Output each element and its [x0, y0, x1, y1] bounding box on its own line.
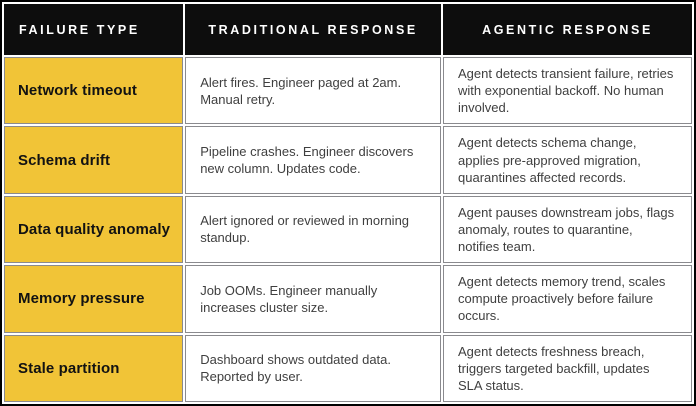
- table-header-row: FAILURE TYPE TRADITIONAL RESPONSE AGENTI…: [4, 4, 692, 55]
- agentic-response-cell: Agent detects memory trend, scales compu…: [443, 265, 692, 333]
- traditional-response-cell: Alert ignored or reviewed in morning sta…: [185, 195, 442, 264]
- failure-type-cell: Network timeout: [4, 57, 184, 125]
- table-row: Memory pressure Job OOMs. Engineer manua…: [4, 265, 692, 333]
- agentic-response-cell: Agent detects schema change, applies pre…: [443, 126, 692, 194]
- table-row: Network timeout Alert fires. Engineer pa…: [4, 57, 692, 125]
- failure-type-cell: Schema drift: [4, 126, 184, 194]
- column-header-traditional-response: TRADITIONAL RESPONSE: [185, 4, 442, 55]
- failure-type-cell: Stale partition: [4, 334, 184, 402]
- agentic-response-cell: Agent detects transient failure, retries…: [443, 57, 692, 125]
- table-row: Stale partition Dashboard shows outdated…: [4, 334, 692, 402]
- table-row: Data quality anomaly Alert ignored or re…: [4, 195, 692, 264]
- failure-type-cell: Data quality anomaly: [4, 195, 184, 264]
- traditional-response-cell: Dashboard shows outdated data. Reported …: [185, 334, 442, 402]
- failure-type-cell: Memory pressure: [4, 265, 184, 333]
- traditional-response-cell: Job OOMs. Engineer manually increases cl…: [185, 265, 442, 333]
- table-row: Schema drift Pipeline crashes. Engineer …: [4, 126, 692, 194]
- traditional-response-cell: Alert fires. Engineer paged at 2am. Manu…: [185, 57, 442, 125]
- agentic-response-cell: Agent pauses downstream jobs, flags anom…: [443, 195, 692, 264]
- column-header-failure-type: FAILURE TYPE: [4, 4, 184, 55]
- traditional-response-cell: Pipeline crashes. Engineer discovers new…: [185, 126, 442, 194]
- column-header-agentic-response: AGENTIC RESPONSE: [443, 4, 692, 55]
- agentic-response-cell: Agent detects freshness breach, triggers…: [443, 334, 692, 402]
